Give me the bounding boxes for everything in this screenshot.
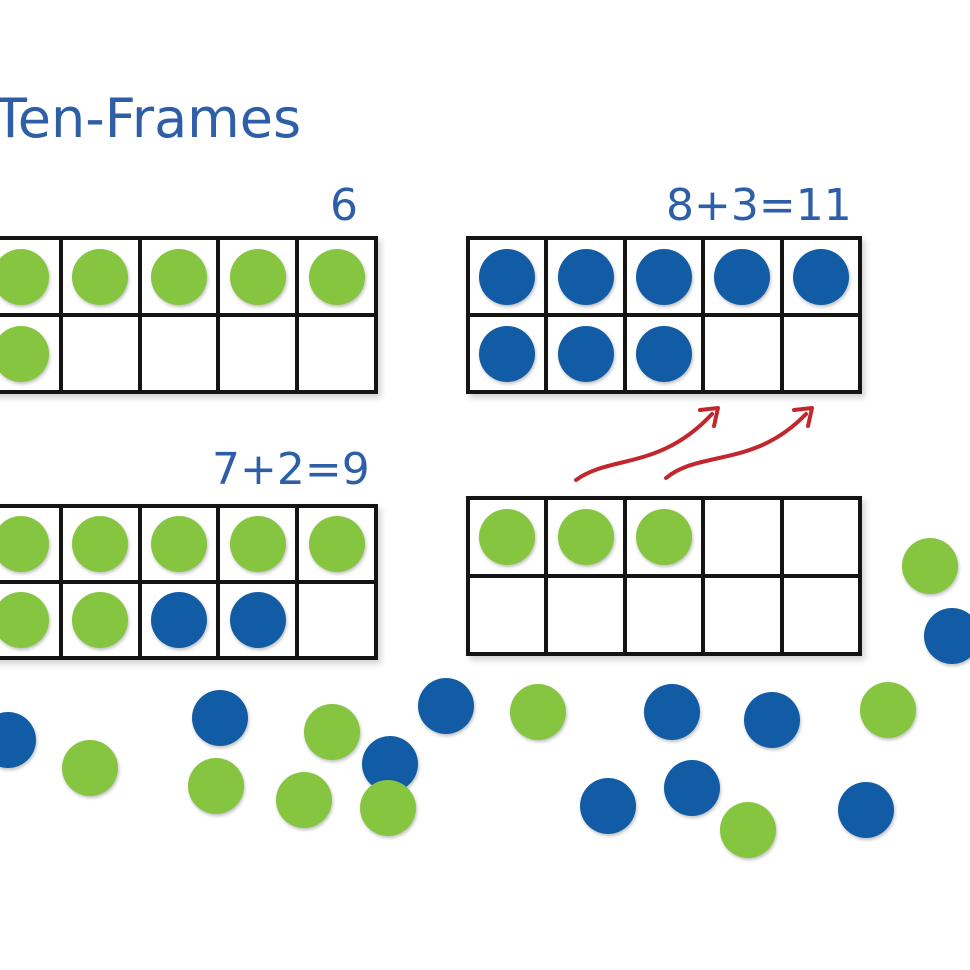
blue-counter[interactable] — [479, 325, 536, 382]
blue-counter[interactable] — [635, 248, 692, 305]
frame-cell — [783, 500, 858, 574]
blue-counter[interactable] — [838, 782, 894, 838]
frame-cell — [548, 317, 623, 390]
frame-cell — [470, 500, 545, 574]
frame-cell — [0, 240, 59, 313]
blue-counter[interactable] — [644, 684, 700, 740]
ten-frame-six — [0, 236, 378, 394]
green-counter[interactable] — [308, 248, 365, 305]
green-counter[interactable] — [902, 538, 958, 594]
blue-counter[interactable] — [714, 248, 771, 305]
frame-label-seven-plus-two: 7+2=9 — [212, 444, 370, 495]
green-counter[interactable] — [229, 248, 286, 305]
frame-cell — [141, 317, 217, 390]
frame-cell — [548, 578, 623, 652]
frame-cell — [62, 240, 138, 313]
green-counter[interactable] — [188, 758, 244, 814]
blue-counter[interactable] — [580, 778, 636, 834]
frame-label-eight-plus-three: 8+3=11 — [666, 180, 852, 231]
frame-cell — [62, 317, 138, 390]
frame-cell — [220, 240, 296, 313]
green-counter[interactable] — [635, 509, 692, 565]
green-counter[interactable] — [72, 592, 129, 648]
frame-cell — [705, 578, 780, 652]
frame-cell — [705, 240, 780, 313]
frame-cell — [62, 584, 138, 656]
green-counter[interactable] — [720, 802, 776, 858]
frame-cell — [220, 317, 296, 390]
ten-frame-eight-plus-three — [466, 236, 862, 394]
green-counter[interactable] — [72, 248, 129, 305]
green-counter[interactable] — [229, 516, 286, 572]
green-counter[interactable] — [150, 248, 207, 305]
blue-counter[interactable] — [744, 692, 800, 748]
frame-label-six: 6 — [330, 180, 358, 231]
frame-cell — [626, 317, 702, 390]
frame-cell — [141, 508, 217, 580]
blue-counter[interactable] — [635, 325, 692, 382]
frame-cell — [220, 508, 296, 580]
green-counter[interactable] — [360, 780, 416, 836]
frame-cell — [626, 578, 702, 652]
frame-cell — [0, 317, 59, 390]
blue-counter[interactable] — [150, 592, 207, 648]
blue-counter[interactable] — [479, 248, 536, 305]
page-title: Ten-Frames — [0, 87, 302, 150]
blue-counter[interactable] — [924, 608, 970, 664]
green-counter[interactable] — [0, 516, 50, 572]
blue-counter[interactable] — [557, 248, 614, 305]
frame-cell — [548, 500, 623, 574]
blue-counter[interactable] — [664, 760, 720, 816]
frame-cell — [626, 500, 702, 574]
frame-cell — [783, 578, 858, 652]
blue-counter[interactable] — [557, 325, 614, 382]
frame-cell — [705, 317, 780, 390]
frame-cell — [299, 317, 374, 390]
green-counter[interactable] — [510, 684, 566, 740]
frame-cell — [220, 584, 296, 656]
frame-cell — [548, 240, 623, 313]
green-counter[interactable] — [308, 516, 365, 572]
green-counter[interactable] — [62, 740, 118, 796]
green-counter[interactable] — [557, 509, 614, 565]
frame-cell — [299, 584, 374, 656]
frame-cell — [0, 584, 59, 656]
frame-cell — [141, 240, 217, 313]
blue-counter[interactable] — [192, 690, 248, 746]
frame-cell — [299, 508, 374, 580]
blue-counter[interactable] — [418, 678, 474, 734]
frame-cell — [141, 584, 217, 656]
frame-cell — [470, 240, 545, 313]
green-counter[interactable] — [0, 592, 50, 648]
frame-cell — [0, 508, 59, 580]
green-counter[interactable] — [0, 325, 50, 382]
blue-counter[interactable] — [229, 592, 286, 648]
ten-frame-three — [466, 496, 862, 656]
frame-cell — [299, 240, 374, 313]
frame-cell — [470, 578, 545, 652]
frame-cell — [783, 240, 858, 313]
blue-counter[interactable] — [792, 248, 849, 305]
green-counter[interactable] — [304, 704, 360, 760]
frame-cell — [470, 317, 545, 390]
frame-cell — [62, 508, 138, 580]
green-counter[interactable] — [479, 509, 536, 565]
green-counter[interactable] — [72, 516, 129, 572]
green-counter[interactable] — [0, 248, 50, 305]
green-counter[interactable] — [276, 772, 332, 828]
frame-cell — [705, 500, 780, 574]
frame-cell — [626, 240, 702, 313]
frame-cell — [783, 317, 858, 390]
green-counter[interactable] — [860, 682, 916, 738]
ten-frame-seven-plus-two — [0, 504, 378, 660]
green-counter[interactable] — [150, 516, 207, 572]
